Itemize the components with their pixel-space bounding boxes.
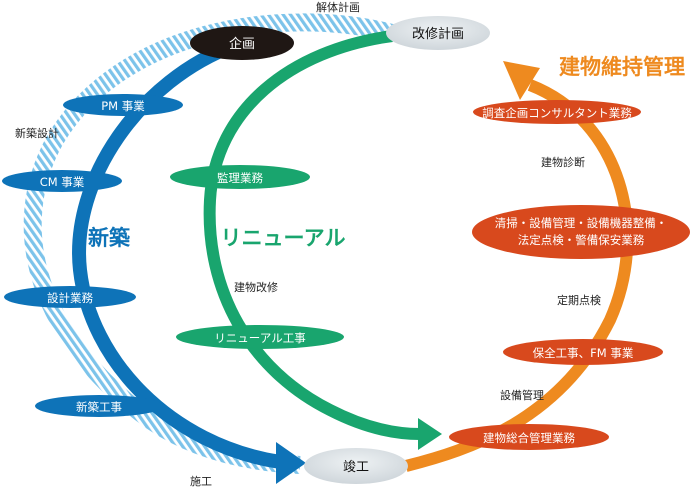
cleaning-label-line2: 法定点検・警備保安業務 [518,233,645,247]
cm-tag-label: CM 事業 [40,175,85,189]
pm-tag: PM 事業 [63,94,183,116]
consulting-label: 調査企画コンサルタント業務 [482,106,632,120]
renewal-koji-label: リニューアル工事 [214,331,305,345]
sekkei-gyomu-tag: 設計業務 [4,286,136,308]
renewal-koji-tag: リニューアル工事 [176,325,344,349]
shinchiku-koji-tag: 新築工事 [35,395,163,417]
renewal-arrow [203,30,442,450]
shunko-node: 竣工 [304,448,408,484]
maintenance-arrowhead [503,61,540,100]
kikaku-node: 企画 [190,26,294,60]
kaishu-keikaku-node: 改修計画 [386,16,490,50]
maintenance-title: 建物維持管理 [559,55,685,79]
hozen-tag: 保全工事、FM 事業 [503,339,663,365]
sogo-kanri-label: 建物総合管理業務 [483,431,575,445]
setsubi-kanri-label: 設備管理 [500,388,544,402]
sekkei-gyomu-label: 設計業務 [47,291,93,305]
sogo-kanri-tag: 建物総合管理業務 [449,424,609,450]
kaitai-keikaku-label: 解体計画 [316,0,360,14]
consulting-tag: 調査企画コンサルタント業務 [473,100,641,124]
shinchiku-koji-label: 新築工事 [76,400,122,414]
cleaning-tag: 清掃・設備管理・設備機器整備・ 法定点検・警備保安業務 [472,205,690,259]
shunko-label: 竣工 [343,460,369,475]
teiki-tenken-label: 定期点検 [557,293,601,307]
sekou-label: 施工 [190,475,212,488]
cleaning-label-line1: 清掃・設備管理・設備機器整備・ [495,216,668,230]
kanri-gyomu-label: 監理業務 [217,171,263,185]
kikaku-label: 企画 [229,36,255,52]
renewal-arrowhead [418,418,442,450]
new-build-arrowhead [276,442,306,484]
cm-tag: CM 事業 [2,170,122,192]
renewal-title: リニューアル [221,226,346,250]
hozen-label: 保全工事、FM 事業 [533,346,634,360]
kaishu-keikaku-label: 改修計画 [412,26,464,42]
kanri-gyomu-tag: 監理業務 [170,165,310,189]
shinchiku-title: 新築 [88,226,131,250]
pm-tag-label: PM 事業 [101,99,145,113]
new-build-arrow [72,38,306,484]
tatemono-shindan-label: 建物診断 [541,155,585,169]
tatemono-kaishu-label: 建物改修 [234,280,278,294]
shinchiku-sekkei-label: 新築設計 [15,126,59,140]
